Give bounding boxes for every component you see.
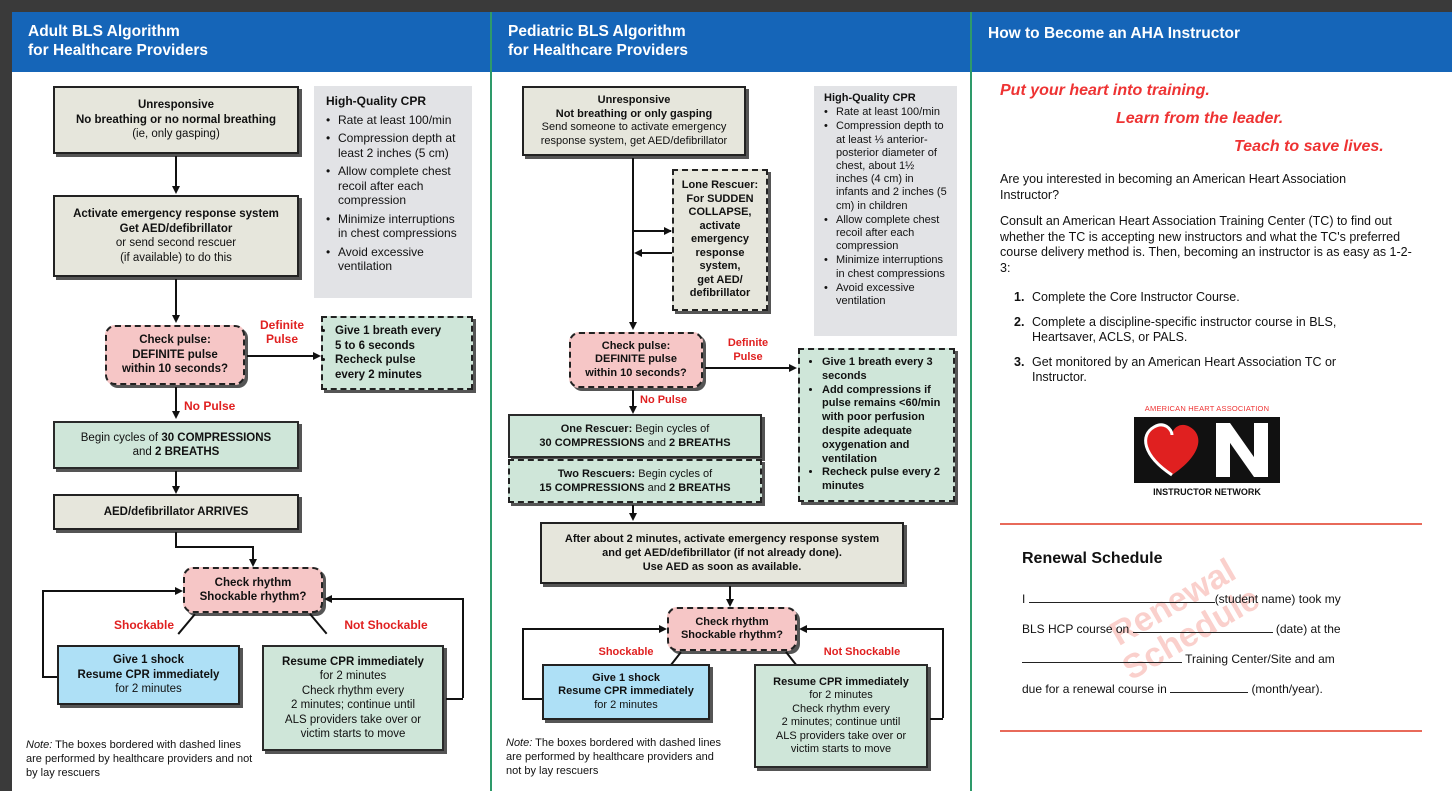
adult-shockable-label: Shockable [113,618,175,632]
pediatric-shockable-label: Shockable [598,646,654,658]
renewal-line-3: Training Center/Site and am [1022,652,1335,668]
pediatric-give-breath-box: Give 1 breath every 3 seconds Add compre… [798,348,955,502]
adult-not-shockable-label: Not Shockable [344,618,428,632]
adult-header: Adult BLS Algorithm for Healthcare Provi… [12,12,490,72]
adult-give-breath-box: Give 1 breath every 5 to 6 seconds Reche… [321,316,473,390]
pediatric-one-rescuer-box: One Rescuer: Begin cycles of 30 COMPRESS… [508,414,762,458]
pediatric-header: Pediatric BLS Algorithm for Healthcare P… [492,12,970,72]
adult-note: Note: The boxes bordered with dashed lin… [26,739,253,779]
tagline-2: Learn from the leader. [1116,110,1284,127]
adult-unresponsive-box: Unresponsive No breathing or no normal b… [53,86,299,154]
instructor-consult: Consult an American Heart Association Tr… [1000,214,1412,275]
tagline-1: Put your heart into training. [1000,82,1210,99]
pediatric-check-pulse: Check pulse: DEFINITE pulse within 10 se… [569,332,703,388]
pediatric-resume-cpr-box: Resume CPR immediately for 2 minutes Che… [754,664,928,768]
adult-begin-cycles-box: Begin cycles of 30 COMPRESSIONS and 2 BR… [53,421,299,469]
renewal-line-4: due for a renewal course in (month/year)… [1022,682,1323,696]
pediatric-high-quality-cpr: High-Quality CPR Rate at least 100/min C… [814,86,957,336]
divider-bottom [1000,730,1422,732]
tagline-3: Teach to save lives. [1234,138,1384,155]
divider-top [1000,523,1422,525]
step-3: 3.Get monitored by an American Heart Ass… [1014,354,1337,385]
pediatric-note: Note: The boxes bordered with dashed lin… [506,737,722,777]
page: Adult BLS Algorithm for Healthcare Provi… [12,12,1452,791]
adult-give-shock-box: Give 1 shock Resume CPR immediately for … [57,645,240,705]
instructor-header: How to Become an AHA Instructor [972,12,1452,72]
pediatric-two-rescuers-box: Two Rescuers: Begin cycles of 15 COMPRES… [508,459,762,503]
adult-resume-cpr-box: Resume CPR immediately for 2 minutes Che… [262,645,444,751]
step-2: 2.Complete a discipline-specific instruc… [1014,314,1337,345]
pediatric-panel: Pediatric BLS Algorithm for Healthcare P… [492,12,972,791]
aha-instructor-network-logo: AMERICAN HEART ASSOCIATION INSTRUCTOR NE… [1132,404,1282,504]
adult-activate-box: Activate emergency response system Get A… [53,195,299,277]
renewal-line-1: I (student name) took my [1022,592,1341,606]
adult-panel: Adult BLS Algorithm for Healthcare Provi… [12,12,492,791]
adult-check-pulse: Check pulse: DEFINITE pulse within 10 se… [105,325,245,385]
pediatric-unresponsive-box: Unresponsive Not breathing or only gaspi… [522,86,746,156]
adult-aed-arrives-box: AED/defibrillator ARRIVES [53,494,299,530]
renewal-line-2: BLS HCP course on (date) at the [1022,622,1341,636]
adult-check-rhythm: Check rhythm Shockable rhythm? [183,567,323,613]
pediatric-definite-pulse-label: Definite Pulse [727,337,769,363]
step-1: 1.Complete the Core Instructor Course. [1014,290,1240,304]
instructor-steps: 1.Complete the Core Instructor Course. 2… [1014,290,1384,395]
instructor-intro: Are you interested in becoming an Americ… [1000,172,1347,202]
pediatric-after-2-minutes-box: After about 2 minutes, activate emergenc… [540,522,904,584]
pediatric-lone-rescuer-box: Lone Rescuer: For SUDDEN COLLAPSE, activ… [672,169,768,311]
adult-no-pulse-label: No Pulse [184,399,236,413]
adult-definite-pulse-label: Definite Pulse [259,318,304,346]
pediatric-check-rhythm: Check rhythm Shockable rhythm? [667,607,797,651]
pediatric-give-shock-box: Give 1 shock Resume CPR immediately for … [542,664,710,720]
renewal-title: Renewal Schedule [1022,550,1163,567]
adult-high-quality-cpr: High-Quality CPR Rate at least 100/min C… [314,86,472,298]
pediatric-not-shockable-label: Not Shockable [823,646,901,658]
pediatric-no-pulse-label: No Pulse [640,394,688,406]
heart-n-logo-icon [1134,417,1280,483]
instructor-panel: How to Become an AHA Instructor Put your… [972,12,1452,791]
